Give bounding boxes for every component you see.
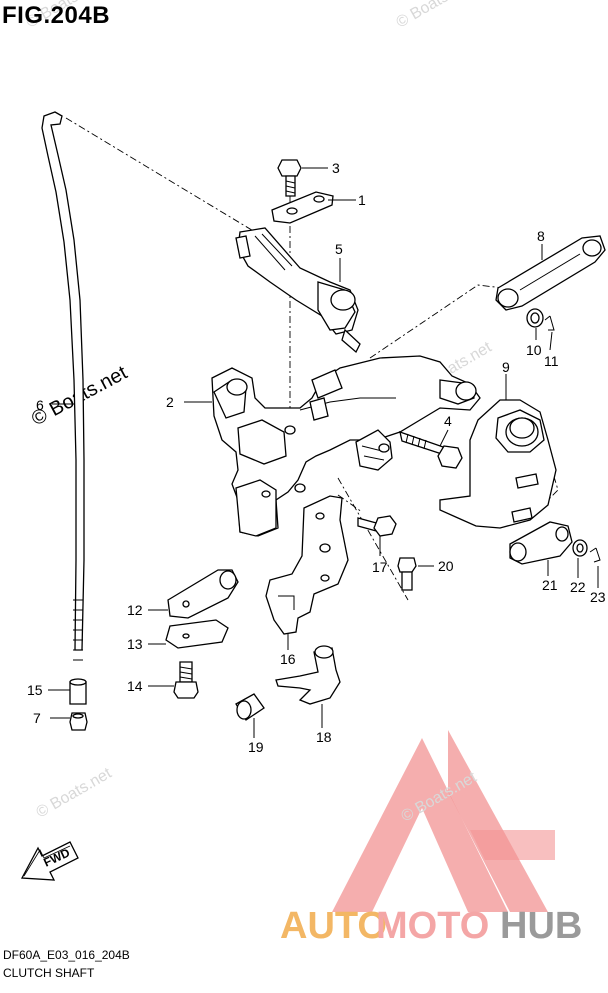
callout-10: 10 bbox=[526, 342, 542, 358]
linkage-part-5 bbox=[235, 227, 361, 354]
callout-9: 9 bbox=[502, 359, 510, 375]
plate-part-9 bbox=[439, 399, 557, 529]
callout-8: 8 bbox=[537, 228, 545, 244]
callout-22: 22 bbox=[570, 579, 586, 595]
leader-lines bbox=[48, 167, 599, 738]
callout-1: 1 bbox=[358, 192, 366, 208]
callout-11: 11 bbox=[544, 353, 559, 369]
callout-23: 23 bbox=[590, 589, 606, 605]
washer-part-10 bbox=[526, 308, 544, 328]
callout-4: 4 bbox=[444, 413, 452, 429]
bracket-part-16 bbox=[265, 495, 349, 635]
callout-21: 21 bbox=[542, 577, 558, 593]
brand-triangle-watermark bbox=[332, 730, 555, 912]
sleeve-part-15 bbox=[69, 678, 87, 705]
callout-labels: 3 1 2 4 5 6 7 8 9 10 11 12 13 14 15 16 1… bbox=[27, 160, 606, 755]
callout-19: 19 bbox=[248, 739, 264, 755]
callout-13: 13 bbox=[127, 636, 143, 652]
callout-3: 3 bbox=[332, 160, 340, 176]
bolt-part-3 bbox=[277, 159, 302, 197]
fwd-arrow-icon: FWD bbox=[20, 841, 79, 881]
brand-hub-text: HUB bbox=[500, 905, 582, 947]
bolt-part-14 bbox=[173, 661, 199, 699]
clip-part-11 bbox=[544, 315, 555, 331]
bolt-part-4 bbox=[399, 431, 463, 469]
brand-auto-text: AUTO bbox=[280, 905, 387, 947]
lever-part-12 bbox=[167, 569, 239, 619]
brand-moto-text: MOTO bbox=[376, 905, 489, 947]
callout-7: 7 bbox=[33, 710, 41, 726]
plate-part-1 bbox=[271, 191, 334, 224]
plate-part-13 bbox=[165, 619, 229, 649]
callout-12: 12 bbox=[127, 602, 143, 618]
callout-14: 14 bbox=[127, 678, 143, 694]
callout-17: 17 bbox=[372, 559, 388, 575]
figure-name: CLUTCH SHAFT bbox=[3, 966, 95, 980]
callout-15: 15 bbox=[27, 682, 43, 698]
figure-title: FIG.204B bbox=[2, 2, 111, 29]
bolt-part-20 bbox=[397, 557, 417, 591]
link-part-21 bbox=[509, 521, 573, 565]
callout-18: 18 bbox=[316, 729, 332, 745]
callout-2: 2 bbox=[166, 394, 174, 410]
clip-part-23 bbox=[589, 547, 601, 563]
callout-16: 16 bbox=[280, 651, 296, 667]
sleeve-part-19 bbox=[235, 693, 265, 721]
boats-watermark: © Boats.net bbox=[394, 0, 476, 31]
clutch-rod-part-6 bbox=[41, 111, 85, 661]
rod-part-8 bbox=[495, 235, 606, 311]
boats-watermark: © Boats.net bbox=[34, 765, 116, 822]
callout-20: 20 bbox=[438, 558, 454, 574]
bolt-part-17 bbox=[357, 515, 397, 537]
callout-5: 5 bbox=[335, 241, 343, 257]
callout-6: 6 bbox=[36, 397, 44, 413]
fork-part-18 bbox=[275, 645, 341, 705]
washer-part-22 bbox=[572, 539, 588, 557]
nut-part-7 bbox=[69, 712, 88, 731]
figure-code: DF60A_E03_016_204B bbox=[3, 948, 130, 962]
